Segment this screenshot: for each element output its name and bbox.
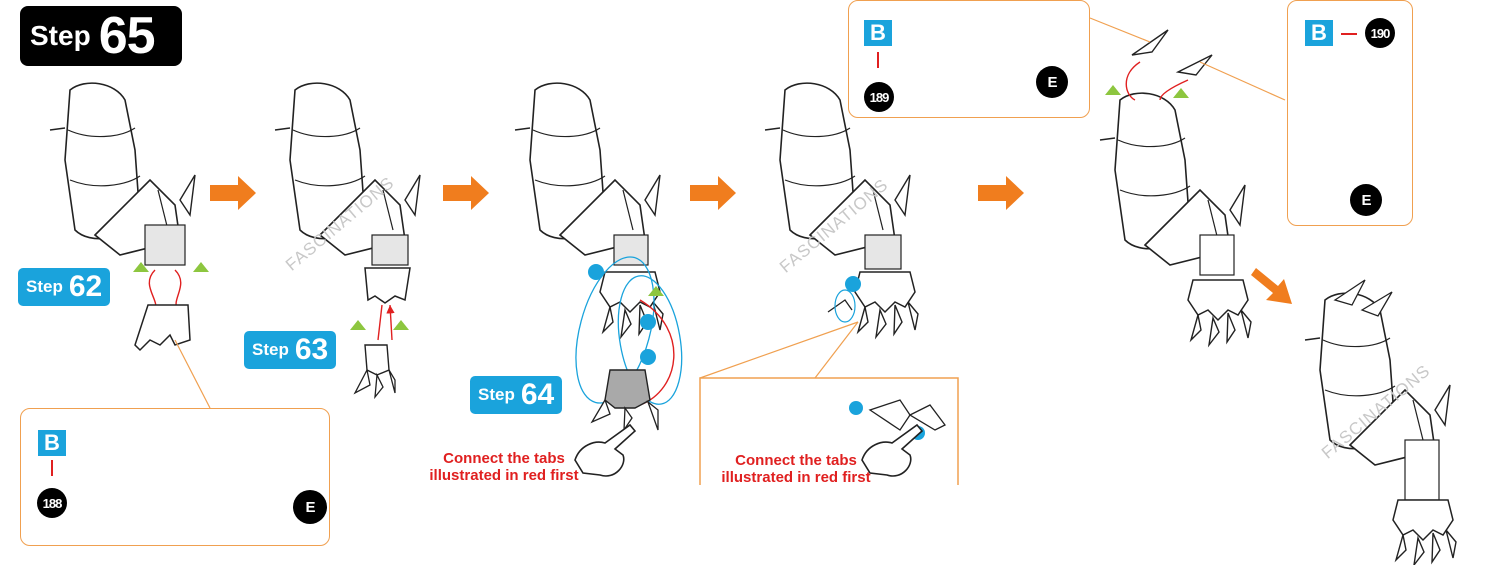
detail-claw (870, 400, 945, 430)
tool-e-badge: E (1036, 66, 1068, 98)
part-number-190: 190 (1365, 18, 1395, 48)
divider (51, 460, 53, 476)
tool-e-badge: E (1350, 184, 1382, 216)
divider (877, 52, 879, 68)
step-ref-62: Step 62 (18, 268, 110, 306)
sheet-label: B (864, 20, 892, 46)
step-ref-63: Step 63 (244, 331, 336, 369)
part-number-189: 189 (864, 82, 894, 112)
step-ref-64: Step 64 (470, 376, 562, 414)
tool-e-badge: E (293, 490, 327, 524)
part-188-assembled (135, 305, 190, 350)
part-number-188: 188 (37, 488, 67, 518)
step-title-number: 65 (99, 6, 155, 66)
tab-marker (193, 262, 209, 272)
step-title: Step 65 (20, 6, 182, 66)
instruction-note: Connect the tabs illustrated in red firs… (720, 452, 872, 486)
claw-piece-3 (592, 370, 658, 430)
instruction-note: Connect the tabs illustrated in red firs… (418, 450, 590, 484)
horn-left (1132, 30, 1168, 55)
callout-part-188 (20, 408, 330, 546)
divider (1341, 33, 1357, 35)
step-title-word: Step (30, 20, 91, 52)
forearm-band-1 (145, 225, 185, 265)
connect-arrows-1 (149, 270, 180, 310)
sheet-label: B (1305, 20, 1333, 46)
claw-piece-2 (355, 345, 395, 397)
sheet-label: B (38, 430, 66, 456)
arm-figure-3 (515, 83, 660, 255)
